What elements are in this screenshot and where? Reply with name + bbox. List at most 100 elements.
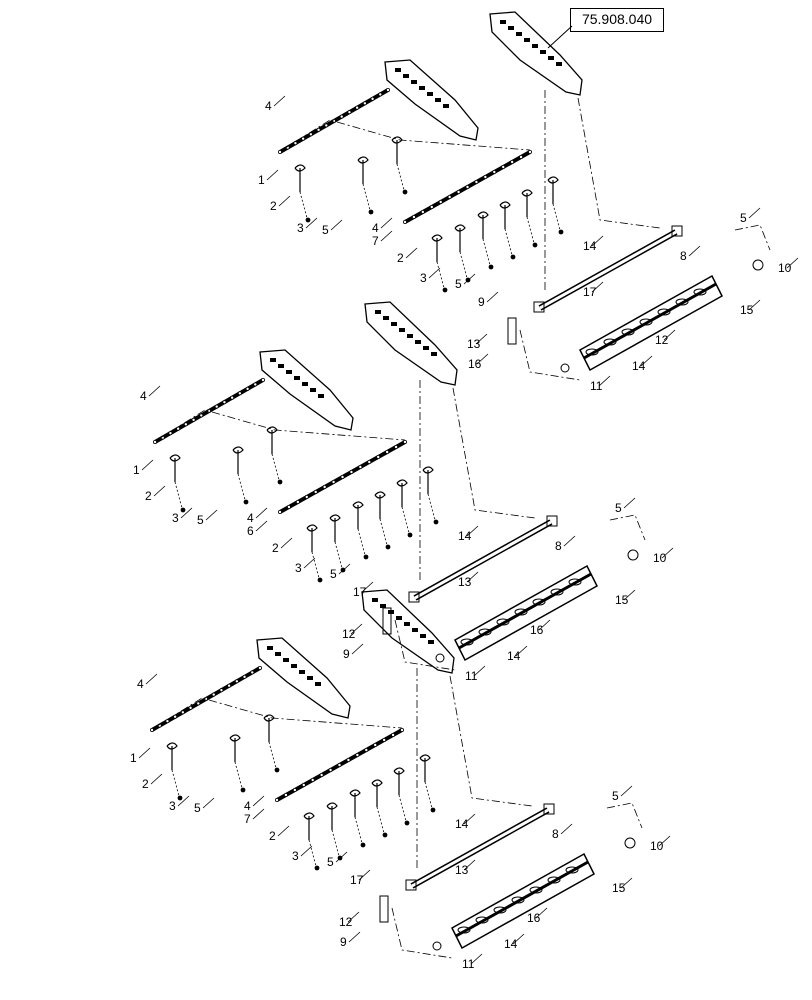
main-shaft (533, 225, 683, 313)
roller-bar (583, 282, 717, 360)
tine-hole (304, 494, 309, 499)
main-shaft (408, 515, 558, 603)
callout: 3 (169, 795, 190, 813)
reference-leader (547, 25, 573, 49)
tine-hole (483, 174, 488, 179)
callout-number: 17 (353, 585, 367, 599)
callout-leader (361, 581, 374, 593)
tine-bolt-line (398, 794, 407, 822)
tine-hole (283, 792, 288, 797)
callout: 8 (555, 535, 576, 553)
callout-leader (591, 281, 604, 293)
tine-nut (243, 499, 249, 505)
frame-bracket (256, 637, 351, 719)
bearing-part (432, 941, 442, 951)
callout: 1 (258, 169, 279, 187)
callout-number: 2 (272, 541, 279, 555)
callout-number: 15 (612, 881, 626, 895)
tine-bolt-line (311, 551, 320, 579)
callout: 2 (269, 825, 290, 843)
tine-bar (274, 727, 405, 802)
callout-leader (466, 571, 479, 583)
tine-nut (360, 842, 366, 848)
tine-hole (230, 395, 235, 400)
tine-nut (404, 820, 410, 826)
tine-hole (528, 149, 533, 154)
callout: 5 (612, 785, 633, 803)
tine-hole (376, 454, 381, 459)
roller-frame (579, 274, 723, 372)
tine-hole (149, 727, 154, 732)
frame-bracket (489, 11, 583, 96)
shaft-end-cap (408, 591, 420, 603)
callout-leader (180, 507, 193, 519)
callout-number: 15 (740, 303, 754, 317)
bracket-slot (395, 68, 401, 72)
shaft-highlight (539, 230, 677, 310)
coil-tine (422, 466, 439, 525)
tine-nut (368, 209, 374, 215)
bracket-slot (403, 74, 409, 78)
shaft-end-cap (405, 879, 417, 891)
callout: 3 (292, 845, 313, 863)
alignment-line (544, 90, 661, 290)
callout: 9 (343, 643, 364, 661)
callout: 14 (504, 933, 525, 951)
callout-leader (145, 673, 158, 685)
bracket-slot (508, 26, 514, 30)
bracket-slot (420, 634, 426, 638)
callout-leader (512, 933, 525, 945)
tine-nut (363, 554, 369, 560)
tine-hole (347, 110, 352, 115)
callout-leader (786, 257, 799, 269)
callout: 1 (130, 747, 151, 765)
bracket-slot (407, 334, 413, 338)
callout-leader (598, 375, 611, 387)
tine-hole (308, 132, 313, 137)
bearing-part (624, 837, 636, 849)
bracket-slot (302, 382, 308, 386)
tine-bolt-line (396, 163, 405, 191)
tine-hole (385, 88, 390, 93)
callout-number: 5 (330, 567, 337, 581)
coil-tine (391, 136, 408, 195)
callout-leader (138, 747, 151, 759)
callout-leader (473, 665, 486, 677)
tine-hole (313, 489, 318, 494)
bracket-slot (286, 370, 292, 374)
bracket-outline (361, 589, 455, 674)
callout: 17 (353, 581, 374, 599)
bracket-slot (411, 80, 417, 84)
callout: 5 (615, 497, 636, 515)
callout-number: 9 (340, 935, 347, 949)
callout-number: 1 (133, 463, 140, 477)
callout-number: 5 (740, 211, 747, 225)
tine-nut (433, 519, 439, 525)
tine-hole (510, 159, 515, 164)
callout: 6 (247, 520, 268, 538)
tine-hole (227, 683, 232, 688)
tine-bolt-line (436, 261, 445, 289)
callout-number: 12 (342, 627, 356, 641)
tine-bolt-line (376, 806, 385, 834)
callout: 11 (465, 665, 486, 683)
callout-leader (351, 643, 364, 655)
tine-spring (393, 767, 405, 795)
tine-spring (499, 201, 511, 229)
tine-bolt-line (234, 761, 243, 789)
callout: 13 (467, 333, 488, 351)
tine-hole (188, 705, 193, 710)
tine-hole (180, 710, 185, 715)
callout-number: 2 (142, 777, 149, 791)
bracket-slot (375, 310, 381, 314)
tine-bolt-line (526, 216, 535, 244)
callout-number: 2 (270, 199, 277, 213)
hanger-link (507, 317, 517, 345)
callout-leader (202, 797, 215, 809)
callout-number: 8 (680, 249, 687, 263)
coil-tine (169, 454, 186, 513)
callout-number: 11 (465, 669, 478, 683)
tine-nut (314, 865, 320, 871)
